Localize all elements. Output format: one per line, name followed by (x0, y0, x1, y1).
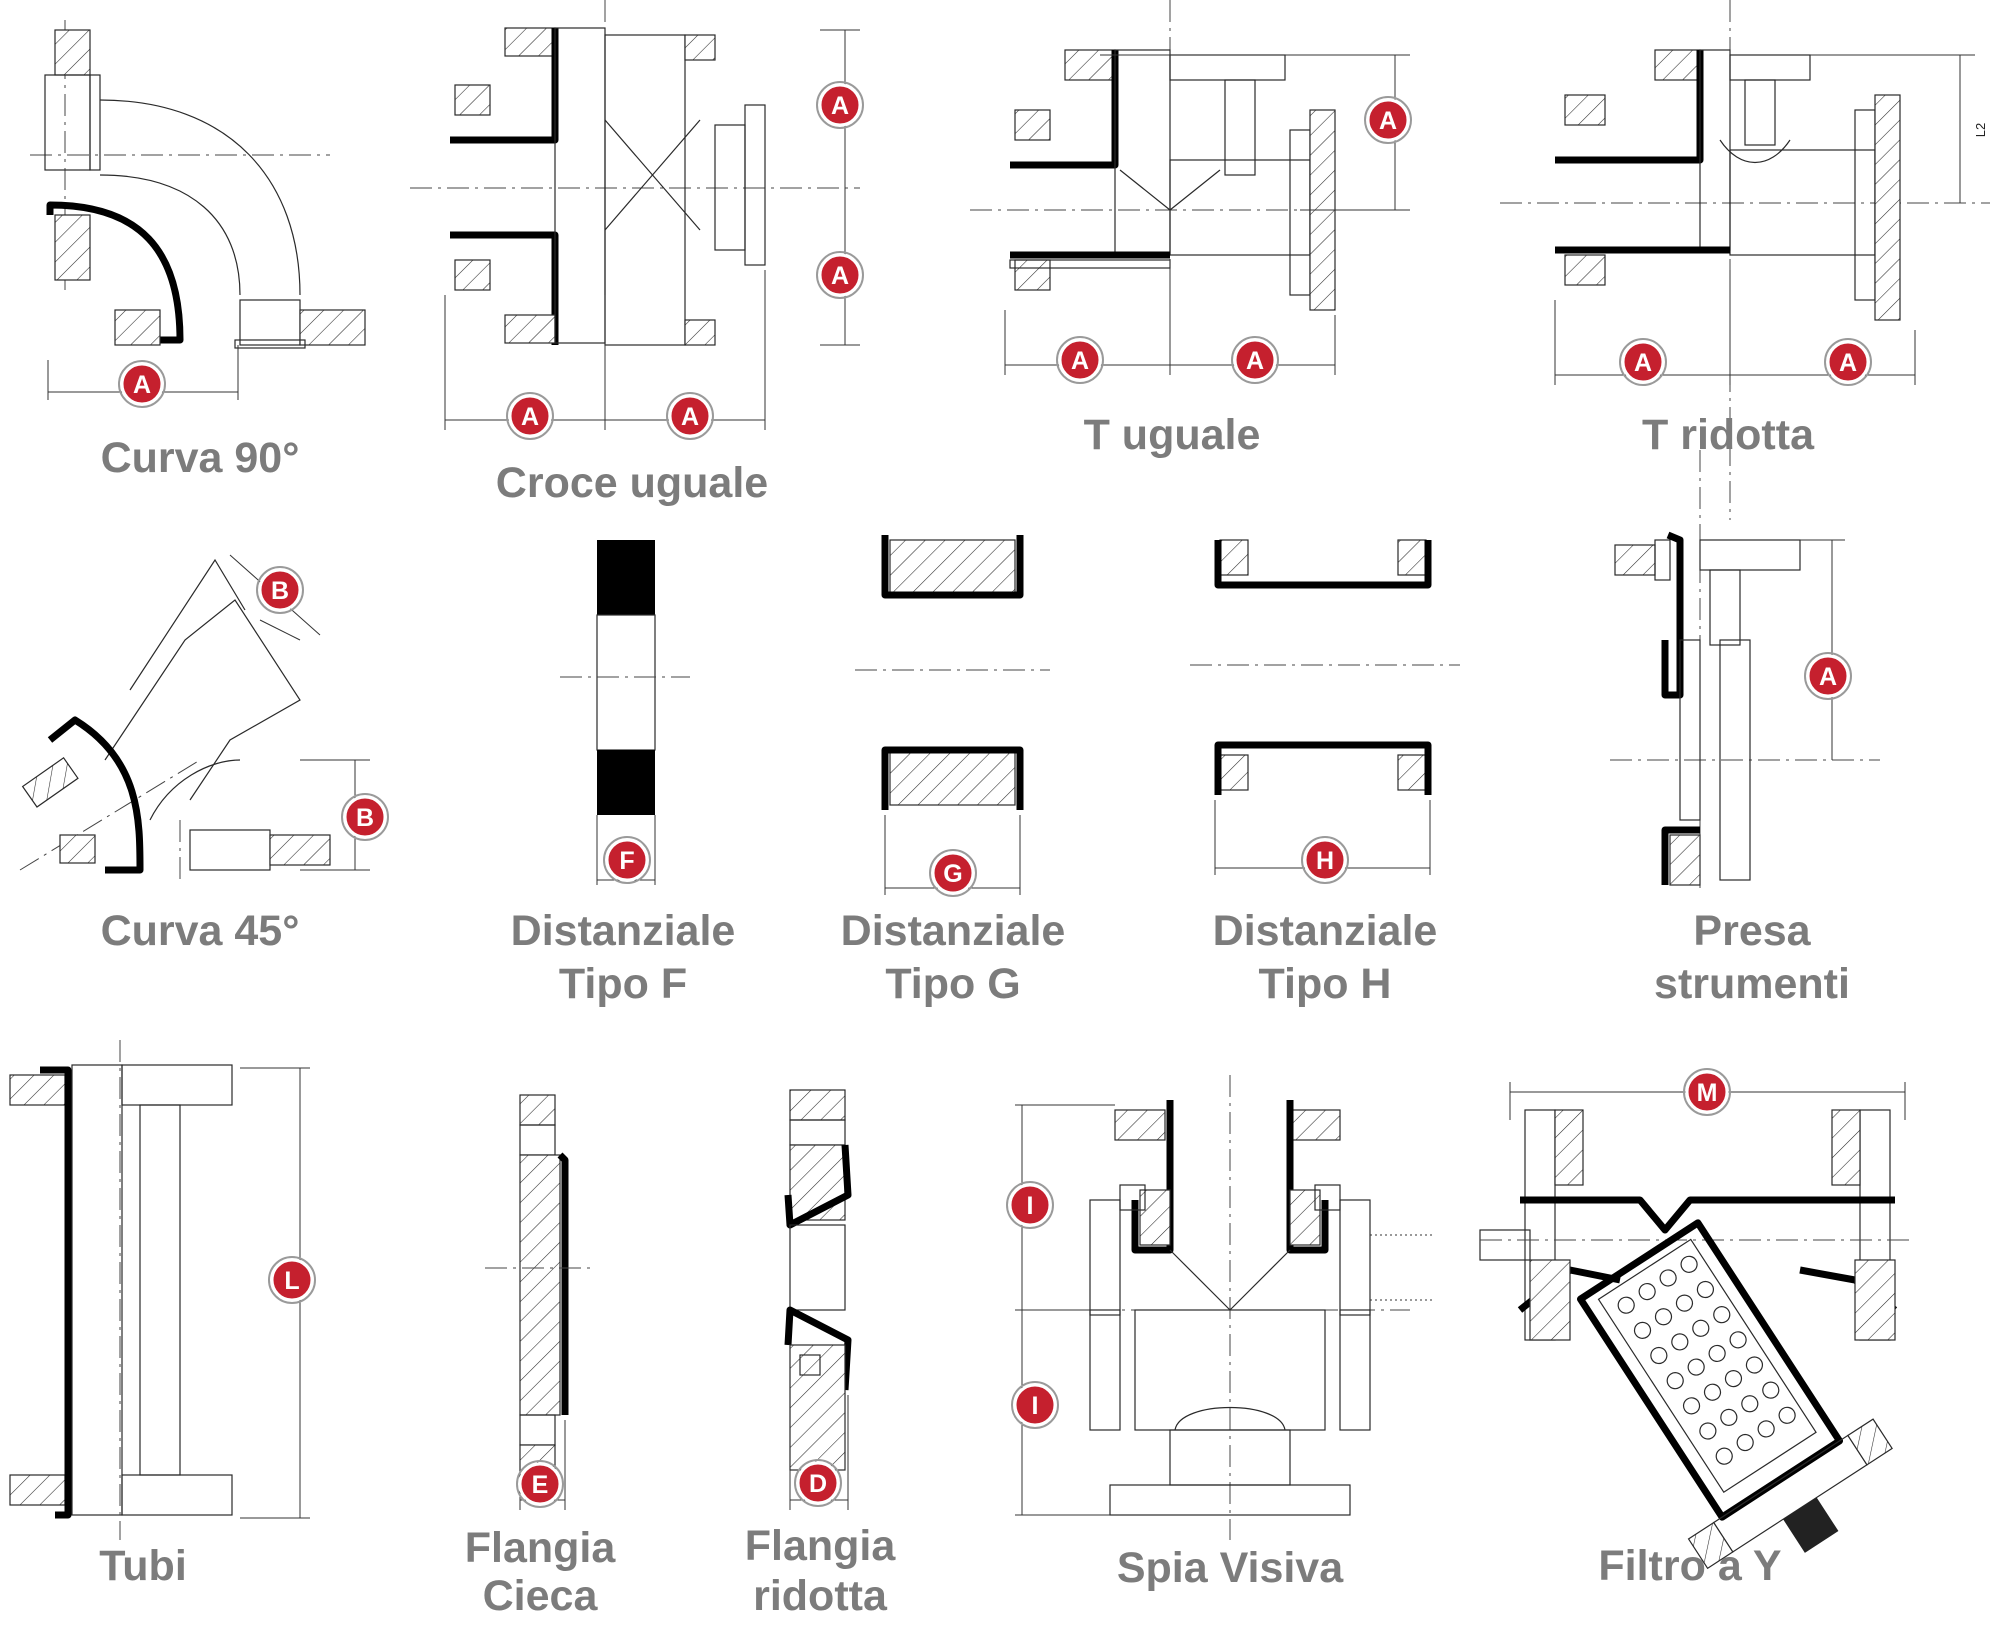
svg-text:D: D (809, 1470, 827, 1498)
curva-90-drawing (30, 20, 366, 400)
flangia-cieca-drawing (485, 1094, 590, 1510)
caption-croce-uguale: Croce uguale (496, 459, 768, 507)
dim-badge-f: F (603, 836, 651, 884)
caption-curva-45: Curva 45° (101, 907, 300, 955)
distanziale-f-drawing (560, 540, 690, 885)
caption-flangia-ridotta-2: ridotta (753, 1572, 888, 1620)
t-uguale-drawing (970, 0, 1410, 375)
distanziale-h-drawing (1190, 539, 1460, 875)
svg-text:A: A (1819, 663, 1837, 691)
dim-badge-tridotta-a1: A (1619, 338, 1667, 386)
croce-uguale-drawing (410, 0, 860, 430)
svg-text:A: A (831, 262, 849, 290)
dim-badge-croce-a3: A (506, 392, 554, 440)
svg-text:A: A (1246, 347, 1264, 375)
svg-text:F: F (619, 847, 634, 875)
caption-distanziale-f-2: Tipo F (559, 960, 687, 1008)
caption-curva-90: Curva 90° (101, 434, 300, 482)
caption-distanziale-h-1: Distanziale (1213, 907, 1438, 955)
t-ridotta-drawing (1500, 0, 1990, 520)
caption-filtro-y: Filtro a Y (1598, 1542, 1781, 1590)
dim-badge-tuguale-a2: A (1056, 336, 1104, 384)
curva-45-drawing (19, 554, 370, 880)
caption-presa-strumenti-2: strumenti (1654, 960, 1850, 1008)
dim-badge-tuguale-a3: A (1231, 336, 1279, 384)
caption-distanziale-g-1: Distanziale (841, 907, 1066, 955)
caption-spia-visiva: Spia Visiva (1117, 1544, 1344, 1592)
dim-badge-h: H (1301, 836, 1349, 884)
svg-text:A: A (831, 92, 849, 120)
dim-badge-tridotta-a2: A (1824, 338, 1872, 386)
svg-text:H: H (1316, 847, 1334, 875)
svg-text:A: A (1634, 349, 1652, 377)
svg-text:I: I (1032, 1392, 1039, 1420)
svg-text:B: B (356, 804, 374, 832)
spia-visiva-drawing (1015, 1075, 1435, 1540)
distanziale-g-drawing (855, 535, 1050, 895)
dim-badge-e: E (516, 1460, 564, 1508)
filtro-y-drawing (1479, 1082, 1915, 1570)
dim-badge-m: M (1683, 1068, 1731, 1116)
svg-text:A: A (521, 403, 539, 431)
dim-badge-croce-a2: A (816, 251, 864, 299)
svg-text:B: B (271, 577, 289, 605)
dim-badge-curva45-b2: B (341, 793, 389, 841)
caption-t-uguale: T uguale (1084, 411, 1261, 459)
svg-text:M: M (1697, 1079, 1718, 1107)
svg-text:E: E (532, 1471, 549, 1499)
presa-strumenti-drawing (1610, 450, 1880, 890)
svg-text:A: A (133, 371, 151, 399)
label-l2: L2 (1973, 123, 1988, 137)
dim-badge-spia-i2: I (1011, 1381, 1059, 1429)
dim-badge-spia-i1: I (1006, 1181, 1054, 1229)
dim-badge-curva45-b1: B (256, 566, 304, 614)
dim-badge-tuguale-a1: A (1364, 96, 1412, 144)
dim-badge-presa-a: A (1804, 652, 1852, 700)
svg-text:L: L (284, 1267, 299, 1295)
svg-text:G: G (943, 860, 962, 888)
caption-distanziale-h-2: Tipo H (1259, 960, 1392, 1008)
dim-badge-curva90-a: A (118, 360, 166, 408)
svg-text:A: A (1839, 349, 1857, 377)
tubi-drawing (9, 1040, 310, 1540)
caption-distanziale-f-1: Distanziale (511, 907, 736, 955)
dim-badge-g: G (929, 849, 977, 897)
caption-flangia-cieca-2: Cieca (483, 1572, 599, 1620)
caption-distanziale-g-2: Tipo G (885, 960, 1020, 1008)
dim-badge-croce-a1: A (816, 81, 864, 129)
caption-flangia-cieca-1: Flangia (465, 1524, 617, 1572)
svg-text:I: I (1027, 1192, 1034, 1220)
svg-text:A: A (681, 403, 699, 431)
flangia-ridotta-drawing (784, 1089, 852, 1510)
caption-flangia-ridotta-1: Flangia (745, 1522, 897, 1570)
dim-badge-l: L (268, 1256, 316, 1304)
caption-t-ridotta: T ridotta (1642, 411, 1815, 459)
svg-text:A: A (1071, 347, 1089, 375)
svg-text:A: A (1379, 107, 1397, 135)
dim-badge-croce-a4: A (666, 392, 714, 440)
caption-presa-strumenti-1: Presa (1693, 907, 1811, 955)
dim-badge-d: D (794, 1459, 842, 1507)
caption-tubi: Tubi (99, 1542, 187, 1590)
